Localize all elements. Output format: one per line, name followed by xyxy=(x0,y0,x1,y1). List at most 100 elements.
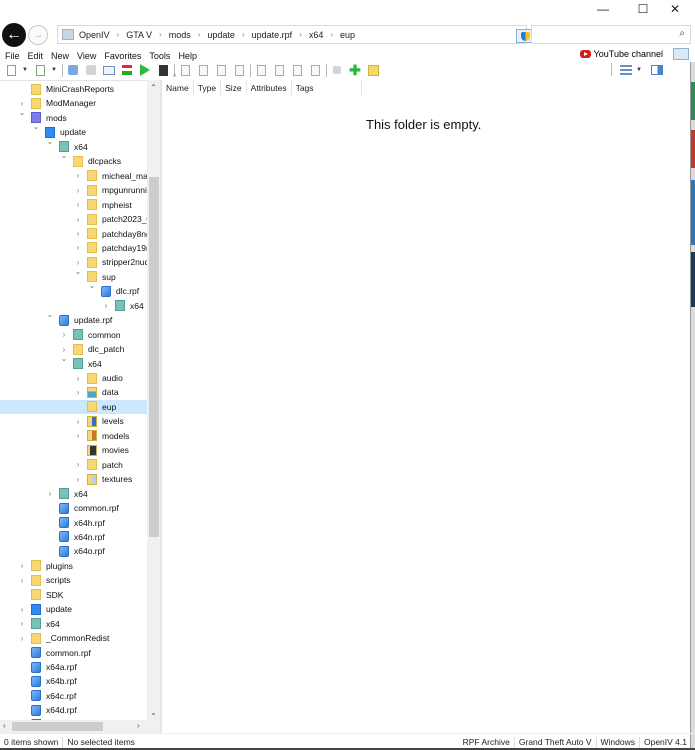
tree-item[interactable]: ›models xyxy=(77,429,129,443)
tree-item[interactable]: x64d.rpf xyxy=(31,703,77,717)
youtube-channel-link[interactable]: YouTube channel xyxy=(579,49,663,59)
replace-button[interactable] xyxy=(272,64,286,77)
file-list[interactable]: ^ Name Type Size Attributes Tags This fo… xyxy=(162,74,670,733)
pane-splitter[interactable] xyxy=(160,80,162,733)
tree-item[interactable]: ›ModManager xyxy=(21,96,96,110)
chevron-down-icon[interactable]: ⌄ xyxy=(46,310,54,320)
tree-item[interactable]: x64a.rpf xyxy=(31,660,77,674)
tree-vertical-scrollbar[interactable]: ⌃ ⌄ xyxy=(147,80,160,720)
menu-tools[interactable]: Tools xyxy=(149,50,171,61)
properties-button[interactable] xyxy=(66,64,80,77)
chevron-right-icon[interactable]: › xyxy=(62,344,66,354)
column-attributes[interactable]: Attributes xyxy=(247,80,292,95)
tree-item[interactable]: ›patch xyxy=(77,458,123,472)
tree-item[interactable]: ⌄mods xyxy=(19,108,67,125)
tree-item[interactable]: ›micheal_mans xyxy=(77,169,157,183)
tree-horizontal-scrollbar[interactable]: ‹ › xyxy=(0,720,160,733)
tree-item[interactable]: ›textures xyxy=(77,472,132,486)
chevron-down-icon[interactable]: ⌄ xyxy=(18,107,26,117)
settings-button[interactable] xyxy=(84,64,98,77)
chevron-right-icon[interactable]: › xyxy=(48,489,52,499)
tree-item[interactable]: ›patchday19ng xyxy=(77,241,155,255)
new-file-dropdown[interactable]: ▼ xyxy=(22,67,28,73)
tree-item[interactable]: ›audio xyxy=(77,371,123,385)
chevron-down-icon[interactable]: ⌄ xyxy=(88,281,96,291)
minimize-button[interactable]: — xyxy=(597,2,609,16)
chevron-down-icon[interactable]: ⌄ xyxy=(32,122,40,132)
chevron-right-icon[interactable]: › xyxy=(20,633,24,643)
address-bar[interactable]: OpenIV› GTA V› mods› update› update.rpf›… xyxy=(57,25,578,44)
chevron-right-icon[interactable]: › xyxy=(104,301,108,311)
tree-item[interactable]: x64b.rpf xyxy=(31,674,77,688)
tree-item[interactable]: ⌄update.rpf xyxy=(47,310,112,327)
search-icon[interactable]: ⌕ xyxy=(679,28,685,39)
breadcrumb-x64[interactable]: x64› xyxy=(308,29,333,40)
chevron-down-icon[interactable]: ⌄ xyxy=(74,266,82,276)
chevron-down-icon[interactable]: ⌄ xyxy=(60,151,68,161)
edit-button[interactable] xyxy=(178,64,192,77)
tree-item[interactable]: x64o.rpf xyxy=(59,544,105,558)
tree-item[interactable]: ›x64 xyxy=(21,617,60,631)
tree-item[interactable]: ⌄dlc.rpf xyxy=(89,281,139,298)
scroll-down-icon[interactable]: ⌄ xyxy=(150,708,157,717)
chevron-right-icon[interactable]: › xyxy=(76,214,80,224)
tree-item[interactable]: ›x64 xyxy=(49,487,88,501)
chevron-right-icon[interactable]: › xyxy=(76,229,80,238)
toggle-panel-button[interactable] xyxy=(673,48,689,60)
chevron-right-icon[interactable]: › xyxy=(76,416,80,426)
tree-item[interactable]: ›update xyxy=(21,602,72,616)
scrollbar-thumb[interactable] xyxy=(149,177,159,537)
back-button[interactable]: ← xyxy=(2,23,26,47)
add-button[interactable]: ✚ xyxy=(348,63,362,77)
chevron-right-icon[interactable]: › xyxy=(76,387,80,397)
scroll-right-icon[interactable]: › xyxy=(137,721,140,730)
preview-button[interactable] xyxy=(196,64,210,77)
tree-item[interactable]: ⌄dlcpacks xyxy=(61,151,121,168)
chevron-right-icon[interactable]: › xyxy=(76,171,80,181)
close-button[interactable]: ✕ xyxy=(669,2,681,16)
tree-item[interactable]: ⌄x64 xyxy=(47,137,88,154)
chevron-right-icon[interactable]: › xyxy=(62,330,66,340)
tree-item[interactable]: ›data xyxy=(77,385,119,399)
new-file-button[interactable] xyxy=(4,64,18,77)
tree-item[interactable]: common.rpf xyxy=(31,646,91,660)
forward-button[interactable]: → xyxy=(28,25,48,45)
import-dropdown[interactable]: ▼ xyxy=(51,67,57,73)
chevron-right-icon[interactable]: › xyxy=(20,561,24,571)
chevron-right-icon[interactable]: › xyxy=(76,185,80,195)
tree-item[interactable]: ›common xyxy=(63,328,121,342)
chevron-down-icon[interactable]: ⌄ xyxy=(46,136,54,146)
tree-item[interactable]: MiniCrashReports xyxy=(31,82,114,96)
import-button[interactable] xyxy=(33,64,47,77)
chevron-right-icon[interactable]: › xyxy=(20,98,24,108)
breadcrumb-mods[interactable]: mods› xyxy=(168,29,201,40)
tree-item[interactable]: ›patchday8ng xyxy=(77,227,151,241)
menu-view[interactable]: View xyxy=(77,50,97,61)
hex-view-button[interactable] xyxy=(232,64,246,77)
view-mode-icon[interactable] xyxy=(620,64,632,75)
tree-item[interactable]: ›mpgunrunning xyxy=(77,183,156,197)
tree-item[interactable]: ›levels xyxy=(77,414,124,428)
maximize-button[interactable]: ☐ xyxy=(637,2,649,16)
tree-item[interactable]: eup xyxy=(0,399,147,414)
tree-item[interactable]: common.rpf xyxy=(59,501,119,515)
tree-item[interactable]: ›scripts xyxy=(21,573,71,587)
menu-new[interactable]: New xyxy=(51,50,70,61)
tree-item[interactable] xyxy=(31,718,46,720)
tree-item[interactable]: x64h.rpf xyxy=(59,516,105,530)
chevron-right-icon[interactable]: › xyxy=(76,257,80,267)
menu-edit[interactable]: Edit xyxy=(27,50,44,61)
breadcrumb-update[interactable]: update› xyxy=(207,29,245,40)
breadcrumb-eup[interactable]: eup xyxy=(340,29,356,40)
tree-item[interactable]: ⌄update xyxy=(33,122,86,139)
tree-item[interactable]: ›_CommonRedist xyxy=(21,631,109,645)
column-size[interactable]: Size xyxy=(221,80,247,95)
checklist-button[interactable] xyxy=(102,64,116,77)
tree-item[interactable]: x64n.rpf xyxy=(59,530,105,544)
tree-item[interactable]: movies xyxy=(87,443,129,457)
tree-item[interactable]: ⌄sup xyxy=(75,267,116,284)
column-name[interactable]: Name xyxy=(162,80,194,95)
scroll-left-icon[interactable]: ‹ xyxy=(3,721,6,730)
tree-item[interactable]: ›x64 xyxy=(105,299,144,313)
chevron-right-icon[interactable]: › xyxy=(20,575,24,585)
